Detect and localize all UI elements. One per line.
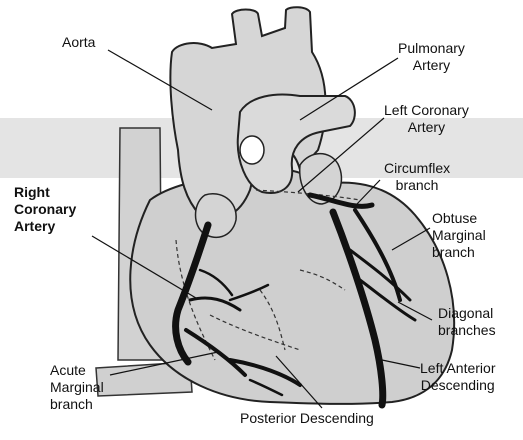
- right-atrium: [196, 194, 237, 238]
- heart-body: [130, 168, 454, 403]
- label-line: Marginal: [50, 379, 104, 396]
- label-pulmonary-artery: Pulmonary Artery: [398, 40, 465, 74]
- label-acute-marginal-branch: Acute Marginal branch: [50, 362, 104, 413]
- label-line: Artery: [398, 57, 465, 74]
- label-line: Acute: [50, 362, 104, 379]
- label-line: branch: [432, 244, 486, 261]
- label-obtuse-marginal-branch: Obtuse Marginal branch: [432, 210, 486, 261]
- label-line: Artery: [14, 218, 76, 235]
- label-aorta: Aorta: [62, 34, 95, 51]
- label-line: branch: [384, 177, 450, 194]
- label-line: Descending: [420, 377, 496, 394]
- label-line: Right: [14, 184, 76, 201]
- label-line: Circumflex: [384, 160, 450, 177]
- label-line: Posterior Descending: [240, 410, 374, 427]
- label-right-coronary-artery: Right Coronary Artery: [14, 184, 76, 235]
- label-line: Diagonal: [438, 305, 496, 322]
- vessel-opening: [240, 136, 264, 164]
- label-left-anterior-descending: Left Anterior Descending: [420, 360, 496, 394]
- label-line: branches: [438, 322, 496, 339]
- label-line: Coronary: [14, 201, 76, 218]
- label-left-coronary-artery: Left Coronary Artery: [384, 102, 469, 136]
- label-line: Pulmonary: [398, 40, 465, 57]
- label-line: Artery: [384, 119, 469, 136]
- label-line: Obtuse: [432, 210, 486, 227]
- label-diagonal-branches: Diagonal branches: [438, 305, 496, 339]
- label-line: branch: [50, 396, 104, 413]
- label-posterior-descending: Posterior Descending: [240, 410, 374, 427]
- label-line: Marginal: [432, 227, 486, 244]
- label-line: Left Anterior: [420, 360, 496, 377]
- label-line: Left Coronary: [384, 102, 469, 119]
- label-circumflex-branch: Circumflex branch: [384, 160, 450, 194]
- label-aorta-line: Aorta: [62, 34, 95, 51]
